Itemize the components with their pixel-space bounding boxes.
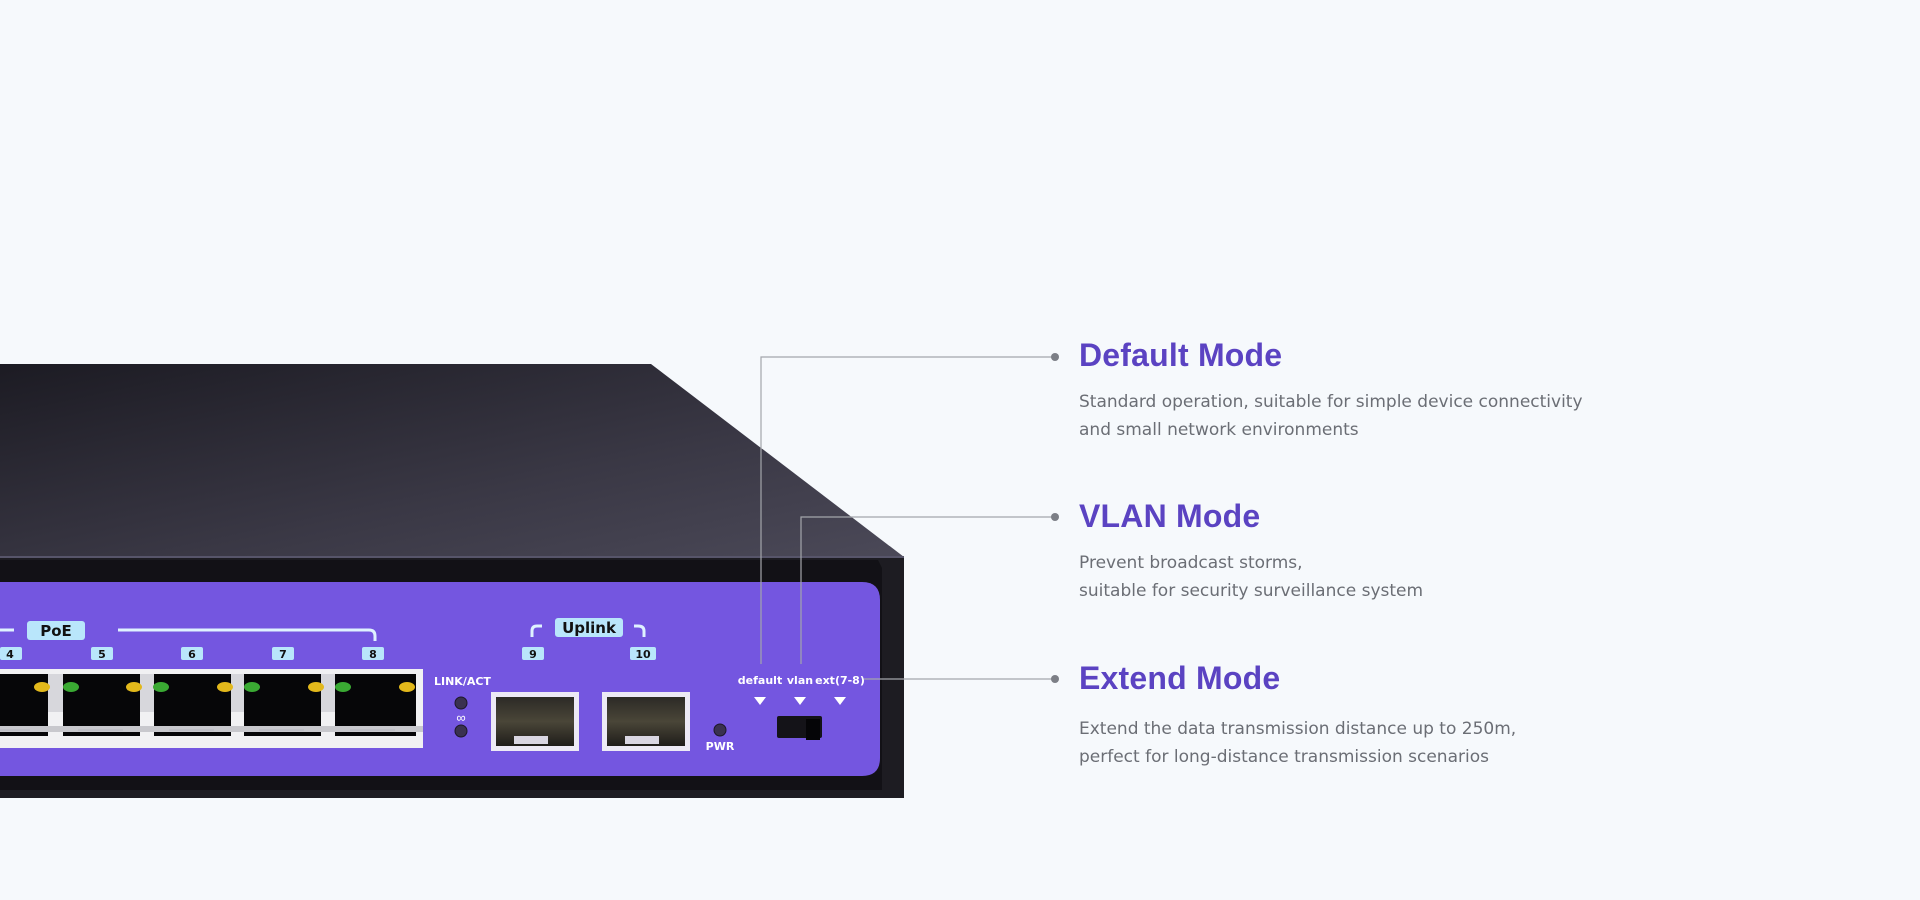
rj45-port-block bbox=[0, 669, 423, 748]
extend-mode-block: Extend Mode Extend the data transmission… bbox=[1079, 660, 1516, 771]
callout-dot bbox=[1051, 513, 1059, 521]
uplink-label: Uplink bbox=[562, 619, 617, 637]
chain-link-icon: ∞ bbox=[456, 710, 465, 725]
port-status-leds bbox=[34, 682, 415, 692]
sfp-number: 9 bbox=[529, 648, 537, 661]
vlan-mode-title: VLAN Mode bbox=[1079, 498, 1261, 534]
callout-dot bbox=[1051, 353, 1059, 361]
default-mode-description: Standard operation, suitable for simple … bbox=[1079, 392, 1583, 440]
callout-dot bbox=[1051, 675, 1059, 683]
sfp-number: 10 bbox=[635, 648, 651, 661]
vlan-mode-block: VLAN Mode Prevent broadcast storms, suit… bbox=[1079, 498, 1423, 605]
sfp-port-10 bbox=[602, 692, 690, 751]
port-number-labels: 4 5 6 7 8 9 10 bbox=[0, 647, 656, 661]
switch-label-ext: ext(7-8) bbox=[815, 674, 865, 687]
uplink-group: Uplink bbox=[530, 618, 646, 637]
default-mode-block: Default Mode Standard operation, suitabl… bbox=[1079, 337, 1583, 444]
switch-label-vlan: vlan bbox=[787, 674, 813, 687]
arrow-down-icon bbox=[754, 697, 766, 705]
arrow-down-icon bbox=[834, 697, 846, 705]
vlan-mode-description: Prevent broadcast storms, suitable for s… bbox=[1079, 553, 1424, 601]
port-number: 4 bbox=[6, 648, 14, 661]
port-number: 8 bbox=[369, 648, 377, 661]
extend-mode-description: Extend the data transmission distance up… bbox=[1079, 719, 1517, 767]
arrow-down-icon bbox=[794, 697, 806, 705]
switch-label-default: default bbox=[738, 674, 782, 687]
extend-mode-title: Extend Mode bbox=[1079, 660, 1281, 696]
sfp-port-9 bbox=[491, 692, 579, 751]
default-mode-title: Default Mode bbox=[1079, 337, 1283, 373]
callout-lines bbox=[760, 356, 1054, 680]
callout-line-vlan bbox=[800, 516, 1054, 664]
power-indicator: PWR bbox=[706, 723, 735, 753]
port-number: 7 bbox=[279, 648, 287, 661]
poe-group: PoE bbox=[0, 621, 377, 641]
callout-line-default bbox=[760, 356, 1054, 664]
link-act-label: LINK/ACT bbox=[434, 675, 491, 688]
mode-switch: default vlan ext(7-8) bbox=[738, 674, 865, 740]
port-number: 6 bbox=[188, 648, 196, 661]
link-act-indicator: LINK/ACT ∞ bbox=[434, 675, 491, 738]
port-number: 5 bbox=[98, 648, 106, 661]
pwr-label: PWR bbox=[706, 740, 735, 753]
poe-label: PoE bbox=[40, 622, 72, 640]
